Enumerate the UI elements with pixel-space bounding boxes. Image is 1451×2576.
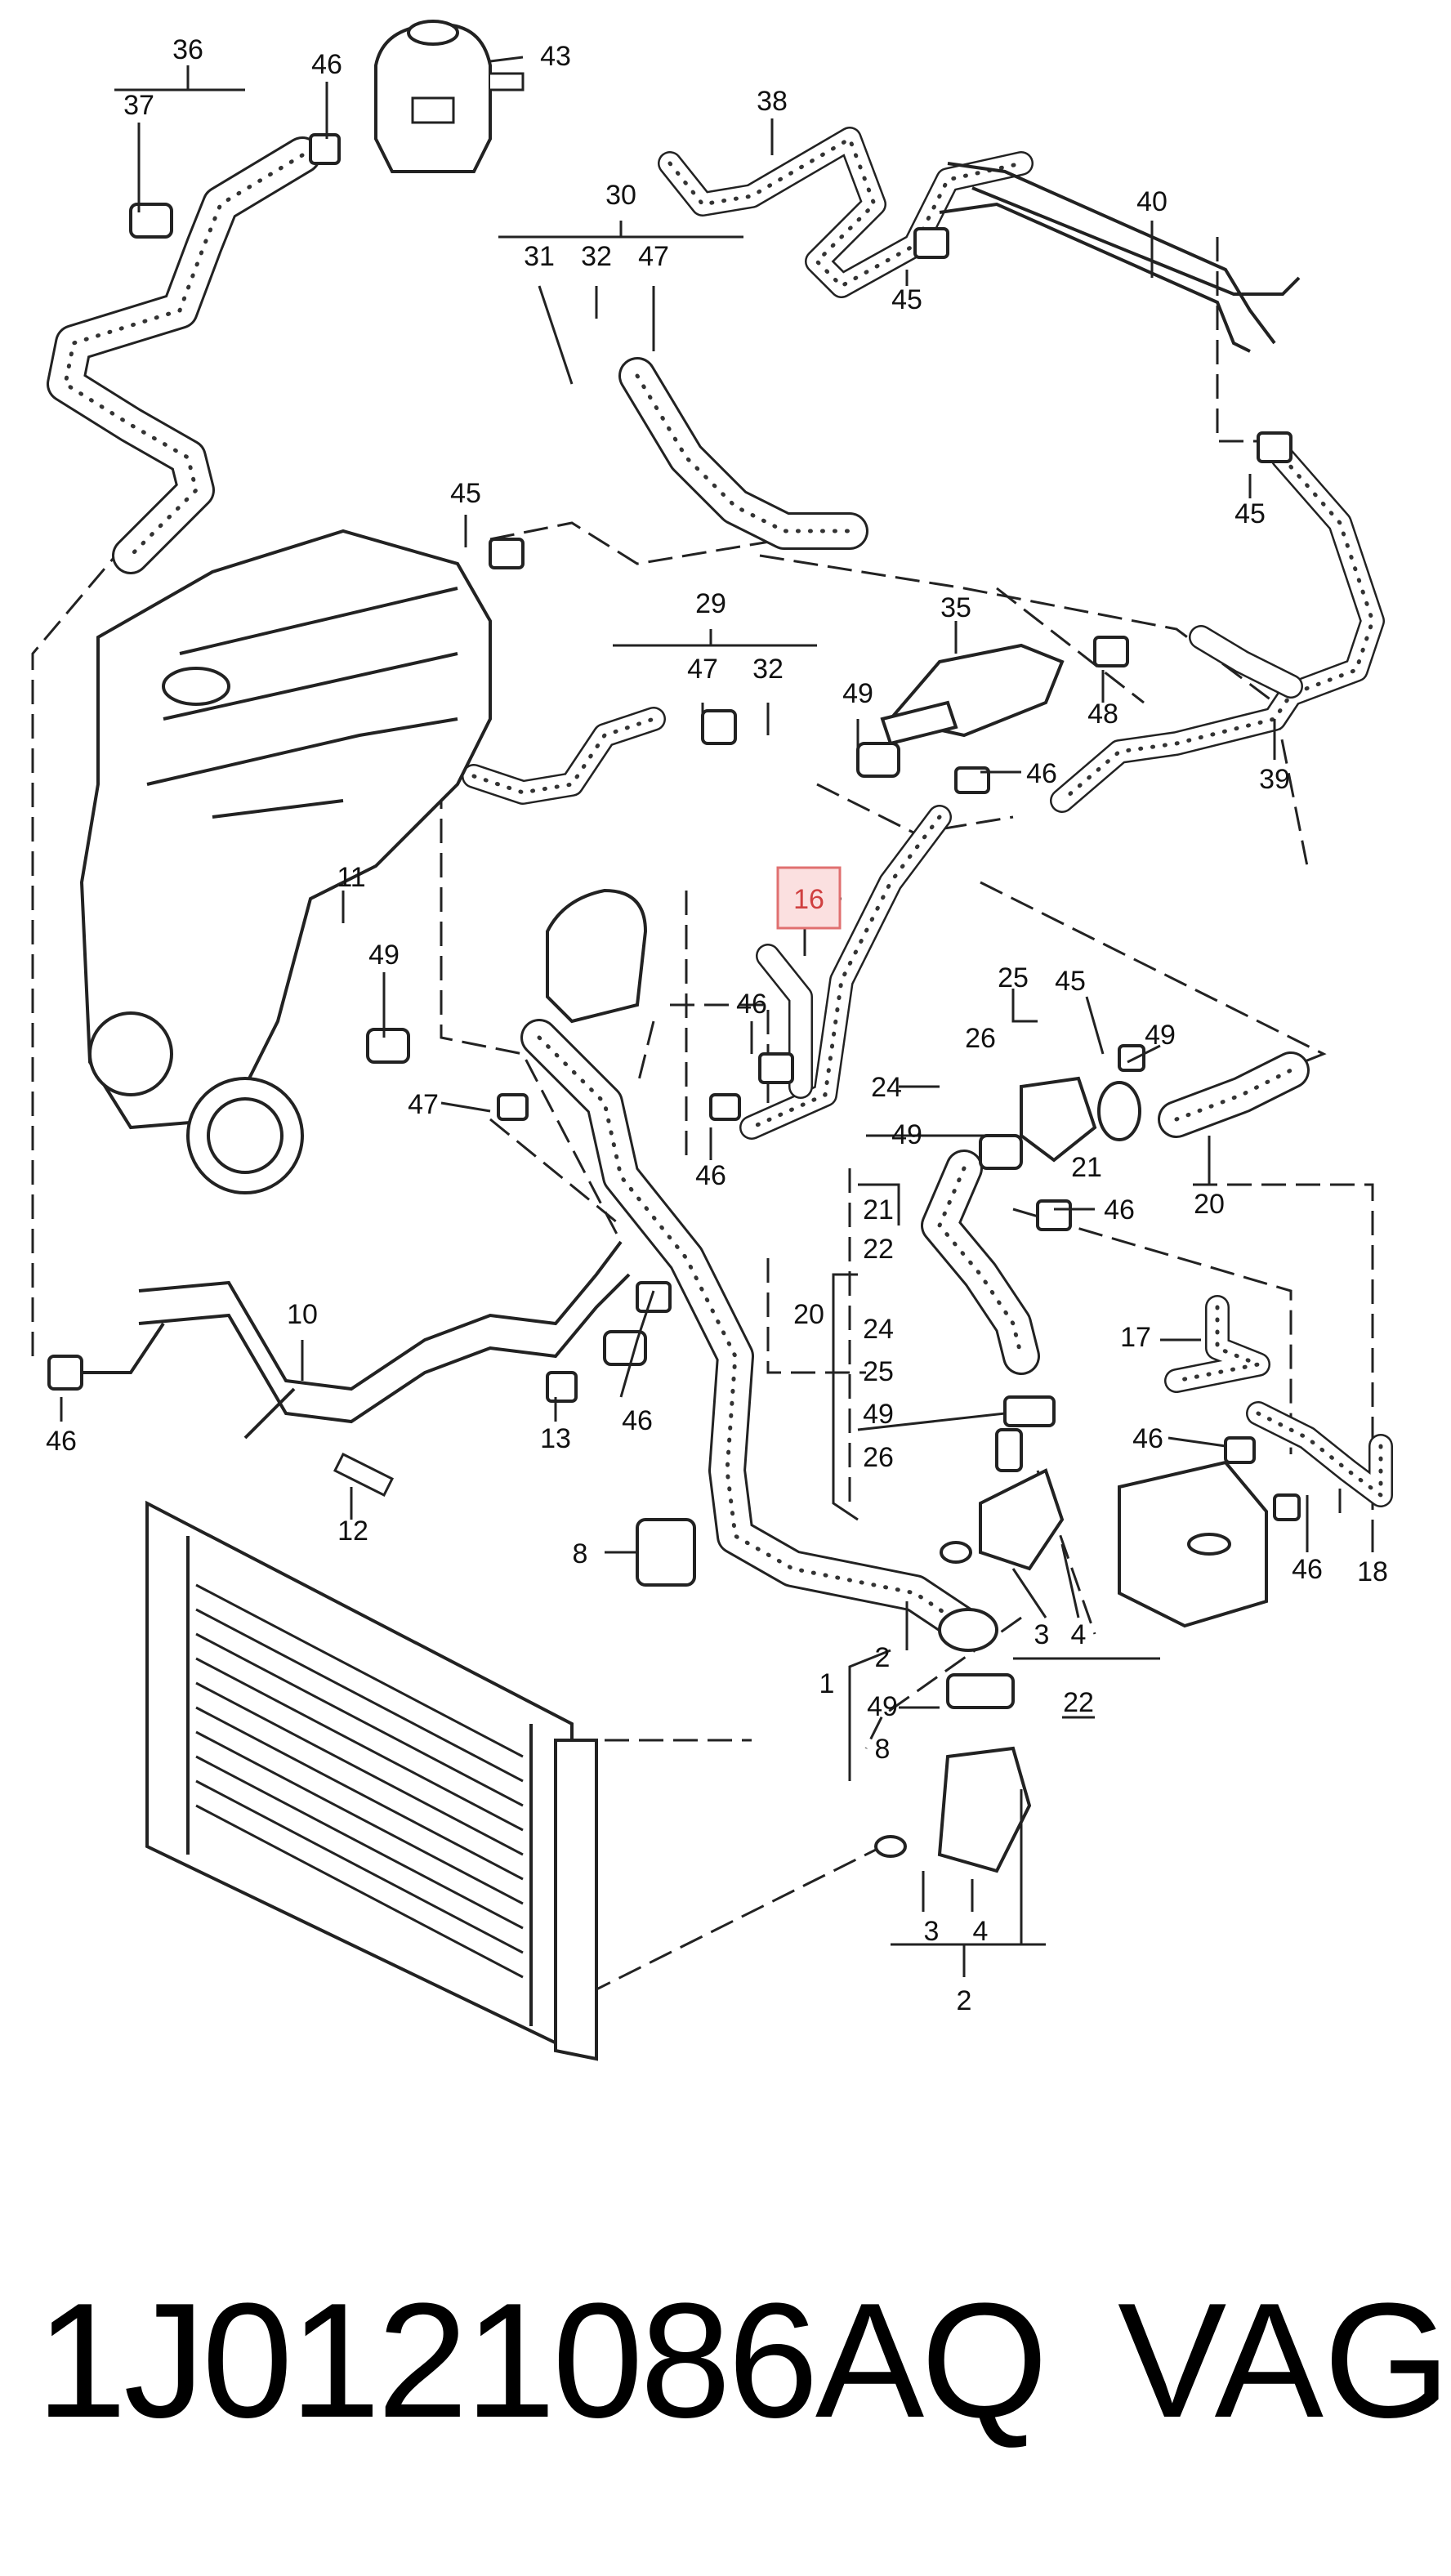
cooling-system-exploded-diagram: 3637464338303132474045454529473249354846…	[31, 20, 1393, 2061]
callout-c4b: 4	[973, 1916, 989, 1947]
callout-c3b: 3	[924, 1916, 940, 1947]
callout-c46a: 46	[311, 49, 342, 80]
callout-c22b: 22	[1063, 1687, 1094, 1718]
callout-c47b: 47	[687, 654, 718, 685]
callout-c24: 24	[871, 1072, 902, 1103]
hose-18[interactable]	[1246, 1401, 1393, 1507]
callout-c8b: 8	[875, 1734, 891, 1765]
callout-c45c: 45	[450, 478, 481, 509]
assembly-dashed-lines	[31, 237, 1374, 1995]
callout-c18: 18	[1357, 1556, 1388, 1587]
hose-39-upper[interactable]	[1189, 625, 1303, 699]
callout-c49f: 49	[867, 1691, 898, 1722]
callout-c47a: 47	[638, 241, 669, 272]
engine-block	[79, 529, 492, 1194]
hose-38[interactable]	[658, 127, 1034, 298]
callout-c26: 26	[965, 1023, 996, 1054]
radiator-fins	[195, 1583, 524, 1979]
callout-c32a: 32	[581, 241, 612, 272]
callout-c8: 8	[573, 1538, 588, 1569]
coolant-flange-35[interactable]	[880, 643, 1065, 746]
callout-c37: 37	[123, 90, 154, 121]
callout-c10: 10	[287, 1299, 318, 1330]
callout-c30: 30	[605, 180, 636, 211]
hose-20-right[interactable]	[1158, 1051, 1310, 1138]
callout-c26b: 26	[863, 1442, 894, 1473]
callout-c35: 35	[940, 592, 971, 623]
callout-c39: 39	[1259, 764, 1290, 795]
leader-lines	[60, 56, 1374, 1977]
hose-end-2[interactable]	[938, 1608, 998, 1652]
callout-c46e: 46	[1104, 1194, 1135, 1225]
callout-c12: 12	[337, 1516, 368, 1547]
callout-c2a: 2	[875, 1642, 891, 1673]
callout-c46f: 46	[46, 1426, 77, 1457]
callout-c46h: 46	[1132, 1423, 1163, 1454]
callout-c49d: 49	[891, 1119, 922, 1150]
callout-c48: 48	[1087, 699, 1118, 730]
callout-c31: 31	[524, 241, 555, 272]
callout-c25b: 25	[863, 1356, 894, 1387]
callout-c13: 13	[540, 1423, 571, 1454]
callout-c20b: 20	[793, 1299, 824, 1330]
callout-c40: 40	[1136, 186, 1167, 217]
connector-2[interactable]	[874, 1746, 1032, 1873]
callout-c47c: 47	[408, 1089, 439, 1120]
bolt-12[interactable]	[333, 1452, 395, 1498]
reservoir-center[interactable]	[546, 888, 648, 1024]
callout-c25: 25	[998, 962, 1029, 993]
callout-c21b: 21	[863, 1194, 894, 1225]
callout-c46d: 46	[695, 1160, 726, 1191]
radiator[interactable]	[145, 1500, 598, 2061]
hose-39[interactable]	[1050, 445, 1385, 813]
callout-c46i: 46	[1292, 1554, 1323, 1585]
clamps[interactable]	[47, 133, 1301, 1587]
callout-c45d: 45	[1055, 966, 1086, 997]
hose-20[interactable]	[921, 1150, 1040, 1375]
main-radiator-hose-1[interactable]	[520, 1019, 983, 1645]
expansion-tank[interactable]	[374, 20, 525, 173]
part-number-caption: 1J0121086AQ	[36, 2270, 1048, 2452]
callout-c36: 36	[172, 34, 203, 65]
coolant-pipe-10[interactable]	[82, 1240, 631, 1440]
clamp-49-lower[interactable]	[946, 1673, 1015, 1709]
callout-c17: 17	[1120, 1322, 1151, 1353]
callout-c22a: 22	[863, 1234, 894, 1265]
callout-c32b: 32	[752, 654, 784, 685]
connector-22[interactable]	[940, 1468, 1065, 1571]
callout-c38: 38	[757, 86, 788, 117]
callout-c46c: 46	[736, 989, 767, 1020]
hose-36[interactable]	[47, 136, 321, 574]
callout-c49c: 49	[1145, 1020, 1176, 1051]
thermostat-housing-21[interactable]	[1020, 1076, 1141, 1163]
callout-c3a: 3	[1034, 1619, 1050, 1650]
hose-30[interactable]	[618, 357, 868, 550]
callout-c1: 1	[819, 1668, 835, 1699]
callout-16-highlight	[776, 866, 842, 930]
callout-c4a: 4	[1071, 1619, 1087, 1650]
oil-cooler[interactable]	[1118, 1460, 1268, 1628]
callout-c46b: 46	[1026, 758, 1057, 789]
callout-c11: 11	[337, 862, 365, 893]
hose-16[interactable]	[739, 805, 952, 1140]
callout-c24b: 24	[863, 1314, 894, 1345]
callout-c20a: 20	[1194, 1189, 1225, 1220]
callout-c49e: 49	[863, 1399, 894, 1430]
callout-c45b: 45	[1234, 498, 1266, 529]
hose-17[interactable]	[1164, 1295, 1270, 1393]
callout-c16: 16	[793, 884, 824, 915]
callout-c29: 29	[695, 588, 726, 619]
callout-c43: 43	[540, 41, 571, 72]
hose-29[interactable]	[462, 707, 666, 805]
callout-c21a: 21	[1071, 1152, 1102, 1183]
callout-c49a: 49	[842, 678, 873, 709]
callout-c45a: 45	[891, 284, 922, 315]
callout-c46g: 46	[622, 1405, 653, 1436]
callout-c2b: 2	[957, 1985, 972, 2016]
callout-c49b: 49	[368, 940, 400, 971]
brand-caption: VAG	[1118, 2270, 1451, 2452]
pipe-40[interactable]	[939, 162, 1301, 353]
